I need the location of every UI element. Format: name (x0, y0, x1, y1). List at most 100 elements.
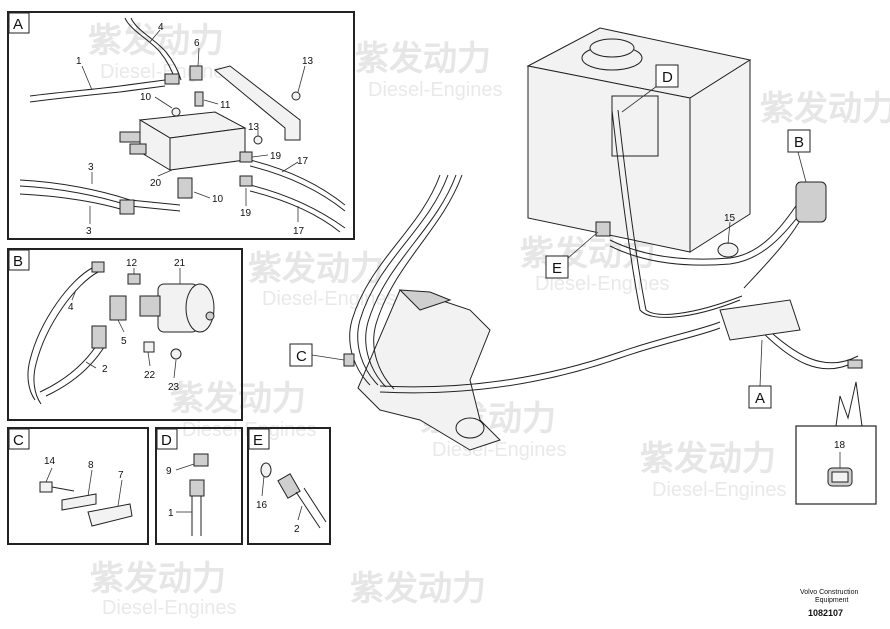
panel-d-callouts: 9 1 (166, 463, 195, 519)
panel-b-hose-4 (27, 267, 93, 401)
panel-b-fitting-12 (127, 273, 141, 285)
panel-a-hose-3c (19, 193, 131, 213)
panel-a-hose-4b (130, 17, 182, 81)
main-hose-15 (609, 199, 801, 260)
main-hose-d (611, 109, 741, 318)
panel-a: A 1 4 (7, 11, 355, 240)
main-assembly: D B E C A 15 (289, 27, 863, 451)
main-fitting-e (595, 221, 611, 237)
panel-a-fitting-left (119, 131, 141, 143)
panel-b-fitting-top (91, 261, 105, 273)
panel-b-hose-2 (39, 339, 101, 393)
callout-a-6: 6 (194, 38, 200, 49)
watermark-cn-8: 紫发动力 (90, 560, 226, 598)
main-hose-18 (759, 329, 856, 370)
main-hose-1b (357, 174, 449, 386)
callout-main-15: 15 (724, 213, 736, 224)
panel-a-hose-17d (249, 190, 341, 233)
detail-18-break-line (835, 381, 863, 427)
footer-line-2: Equipment (815, 597, 849, 604)
detail-18: 18 (795, 381, 877, 505)
panel-a-fitting-6b (189, 65, 203, 81)
callout-c-7: 7 (118, 470, 124, 481)
panel-a-hose-4 (124, 17, 176, 81)
main-label-c: C (296, 348, 307, 365)
panel-a-hose-17 (249, 159, 346, 206)
main-label-a: A (755, 390, 765, 407)
callout-a-17-right: 17 (297, 156, 309, 167)
main-hose-2b (379, 327, 721, 394)
callout-a-10-bottom: 10 (212, 194, 224, 205)
callout-a-13-mid: 13 (248, 122, 260, 133)
panel-a-hose-17b (249, 165, 346, 212)
watermark-cn-2: 紫发动力 (355, 40, 491, 78)
panel-a-bracket (213, 65, 301, 141)
panel-a-bolt-13b (253, 135, 263, 145)
watermark-en-6: Diesel-Engines (432, 439, 567, 461)
watermark-cn-5: 紫发动力 (170, 380, 306, 418)
tank-cap (589, 38, 635, 58)
callout-c-8: 8 (88, 460, 94, 471)
callout-a-10-top: 10 (140, 92, 152, 103)
panel-c-bolt-14 (39, 481, 53, 493)
panel-b-hose-2b (45, 343, 107, 397)
watermark-en-4: Diesel-Engines (262, 288, 397, 310)
main-coupling-18 (847, 359, 863, 369)
panel-c-label: C (13, 432, 24, 449)
callout-d-9: 9 (166, 466, 172, 477)
main-clamp-c (343, 353, 355, 367)
panel-a-fitting-10 (177, 177, 193, 199)
main-hose-1d (373, 174, 463, 390)
callout-a-17-bottom: 17 (293, 226, 305, 237)
panel-e-callouts: 16 2 (256, 475, 303, 535)
panel-a-hose-3 (19, 179, 181, 206)
panel-a-hose-3b (19, 185, 181, 212)
panel-a-fitting-19a (239, 151, 253, 163)
panel-a-bolt-13a (291, 91, 301, 101)
panel-a-fitting-left2 (129, 143, 147, 155)
tank-valve-d (611, 95, 659, 157)
callout-d-1: 1 (168, 508, 174, 519)
panel-d-fitting (189, 479, 205, 497)
panel-a-washer (171, 107, 181, 117)
callout-b-22: 22 (144, 370, 156, 381)
callout-a-3-top: 3 (88, 162, 94, 173)
panel-d: D 9 1 (155, 427, 243, 545)
footer-line-1: Volvo Construction (800, 589, 858, 596)
watermark-cn-4: 紫发动力 (248, 250, 384, 288)
main-hose-1 (349, 174, 441, 386)
callout-c-14: 14 (44, 456, 56, 467)
watermark-en-2: Diesel-Engines (368, 79, 503, 101)
panel-a-hose-17c (249, 184, 346, 229)
footer-doc-number: 1082107 (808, 608, 843, 618)
loader-frame-top (398, 289, 452, 311)
callout-b-5: 5 (121, 336, 127, 347)
panel-b-pump-flange (185, 283, 215, 333)
panel-b-label: B (13, 253, 23, 270)
main-hose-15b (609, 205, 807, 266)
callout-a-1: 1 (76, 56, 82, 67)
callout-b-2: 2 (102, 364, 108, 375)
callout-a-4: 4 (158, 22, 164, 33)
panel-a-fitting-20 (119, 199, 135, 215)
main-hose-2 (379, 321, 721, 388)
main-hose-18b (763, 325, 859, 364)
panel-a-label: A (13, 16, 23, 33)
detail-18-coupling-inner (831, 471, 849, 483)
callout-e-16: 16 (256, 500, 268, 511)
footer: Volvo Construction Equipment 1082107 (800, 589, 858, 618)
main-hose-1c (365, 174, 457, 388)
main-label-b: B (794, 134, 804, 151)
panel-a-hose-1b (29, 85, 166, 103)
panel-b-bolt-22 (143, 341, 155, 353)
main-label-d: D (662, 69, 673, 86)
watermark-en-8: Diesel-Engines (102, 597, 237, 619)
watermark-cn-3: 紫发动力 (520, 235, 656, 273)
watermark-cn-1: 紫发动力 (88, 22, 224, 60)
panel-e-hose-2b (303, 487, 327, 523)
panel-a-fitting-6a (164, 73, 180, 85)
panel-b: B 4 12 21 5 2 22 23 (7, 248, 243, 421)
callout-b-21: 21 (174, 258, 186, 269)
panel-b-washer-23 (170, 348, 182, 360)
